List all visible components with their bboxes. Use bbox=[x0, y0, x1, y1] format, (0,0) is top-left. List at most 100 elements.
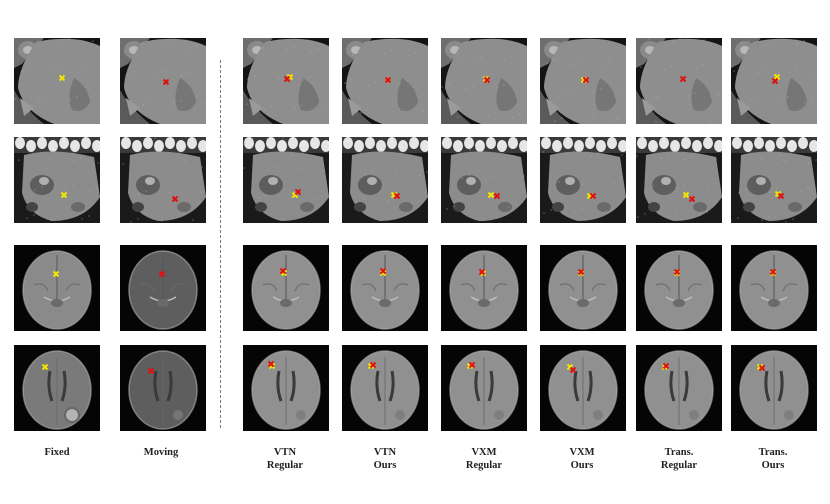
scan-liver-coronal-vtn-ours bbox=[342, 137, 428, 223]
scan-liver-coronal-vxm-ours bbox=[540, 137, 626, 223]
moving-landmark-marker bbox=[577, 268, 585, 276]
moving-landmark-marker bbox=[393, 192, 401, 200]
column-label-line1: Trans. bbox=[664, 447, 694, 458]
scan-image bbox=[540, 137, 626, 223]
fixed-landmark-marker bbox=[58, 74, 66, 82]
scan-brain-low-vxm-ours bbox=[540, 245, 626, 331]
scan-image bbox=[731, 38, 817, 124]
scan-brain-high-vxm-ours bbox=[540, 345, 626, 431]
moving-landmark-marker bbox=[384, 76, 392, 84]
scan-brain-high-trans-regular bbox=[636, 345, 722, 431]
moving-landmark-marker bbox=[673, 268, 681, 276]
scan-liver-axial-fixed bbox=[14, 38, 100, 124]
moving-landmark-marker bbox=[267, 360, 275, 368]
scan-image bbox=[14, 245, 100, 331]
scan-image bbox=[636, 245, 722, 331]
column-label-line2: Regular bbox=[660, 460, 698, 471]
scan-liver-coronal-vtn-regular bbox=[243, 137, 329, 223]
fixed-landmark-marker bbox=[41, 363, 49, 371]
moving-landmark-marker bbox=[777, 192, 785, 200]
scan-brain-high-vtn-ours bbox=[342, 345, 428, 431]
scan-brain-low-vtn-ours bbox=[342, 245, 428, 331]
scan-image bbox=[243, 137, 329, 223]
scan-liver-axial-trans-regular bbox=[636, 38, 722, 124]
scan-image bbox=[120, 245, 206, 331]
scan-image bbox=[342, 38, 428, 124]
column-label-line2: Regular bbox=[266, 460, 304, 471]
scan-liver-coronal-moving bbox=[120, 137, 206, 223]
column-label-line2: Ours bbox=[373, 460, 397, 471]
scan-image bbox=[120, 345, 206, 431]
moving-landmark-marker bbox=[679, 75, 687, 83]
scan-image bbox=[731, 137, 817, 223]
column-label-fixed: Fixed bbox=[2, 446, 112, 459]
scan-brain-low-vtn-regular bbox=[243, 245, 329, 331]
scan-image bbox=[441, 38, 527, 124]
moving-landmark-marker bbox=[283, 75, 291, 83]
scan-liver-coronal-trans-ours bbox=[731, 137, 817, 223]
column-label-line1: Fixed bbox=[44, 447, 70, 458]
column-label-line1: Trans. bbox=[758, 447, 788, 458]
scan-liver-axial-vxm-regular bbox=[441, 38, 527, 124]
scan-image bbox=[731, 245, 817, 331]
scan-brain-high-trans-ours bbox=[731, 345, 817, 431]
scan-image bbox=[14, 38, 100, 124]
scan-brain-low-moving bbox=[120, 245, 206, 331]
scan-image bbox=[342, 137, 428, 223]
scan-liver-axial-trans-ours bbox=[731, 38, 817, 124]
scan-brain-low-trans-regular bbox=[636, 245, 722, 331]
column-label-line1: Moving bbox=[143, 447, 179, 458]
scan-image bbox=[441, 345, 527, 431]
moving-landmark-marker bbox=[147, 367, 155, 375]
moving-landmark-marker bbox=[771, 77, 779, 85]
scan-image bbox=[540, 245, 626, 331]
moving-landmark-marker bbox=[758, 364, 766, 372]
moving-landmark-marker bbox=[582, 76, 590, 84]
scan-image bbox=[636, 137, 722, 223]
scan-brain-low-vxm-regular bbox=[441, 245, 527, 331]
moving-landmark-marker bbox=[769, 268, 777, 276]
column-label-trans-regular: Trans. Regular bbox=[624, 446, 734, 472]
moving-landmark-marker bbox=[483, 76, 491, 84]
scan-brain-low-fixed bbox=[14, 245, 100, 331]
moving-landmark-marker bbox=[688, 195, 696, 203]
scan-image bbox=[342, 245, 428, 331]
scan-brain-low-trans-ours bbox=[731, 245, 817, 331]
column-label-vxm-ours: VXM Ours bbox=[527, 446, 637, 472]
moving-landmark-marker bbox=[379, 267, 387, 275]
scan-brain-high-fixed bbox=[14, 345, 100, 431]
scan-liver-axial-moving bbox=[120, 38, 206, 124]
scan-image bbox=[636, 38, 722, 124]
scan-brain-high-vxm-regular bbox=[441, 345, 527, 431]
column-label-line1: VTN bbox=[373, 447, 397, 458]
fixed-landmark-marker bbox=[52, 270, 60, 278]
scan-brain-high-moving bbox=[120, 345, 206, 431]
column-label-moving: Moving bbox=[106, 446, 216, 459]
scan-image bbox=[540, 345, 626, 431]
scan-liver-coronal-fixed bbox=[14, 137, 100, 223]
column-label-line2: Ours bbox=[570, 460, 594, 471]
scan-image bbox=[636, 345, 722, 431]
moving-landmark-marker bbox=[279, 267, 287, 275]
scan-image bbox=[441, 245, 527, 331]
scan-image bbox=[540, 38, 626, 124]
scan-image bbox=[14, 137, 100, 223]
moving-landmark-marker bbox=[158, 270, 166, 278]
moving-landmark-marker bbox=[162, 78, 170, 86]
column-label-vtn-ours: VTN Ours bbox=[330, 446, 440, 472]
fixed-landmark-marker bbox=[682, 191, 690, 199]
column-label-line2: Regular bbox=[465, 460, 503, 471]
moving-landmark-marker bbox=[569, 366, 577, 374]
column-label-line1: VXM bbox=[569, 447, 595, 458]
scan-liver-axial-vtn-ours bbox=[342, 38, 428, 124]
column-label-line2: Ours bbox=[761, 460, 785, 471]
moving-landmark-marker bbox=[662, 362, 670, 370]
divider-line bbox=[220, 60, 221, 428]
fixed-landmark-marker bbox=[487, 191, 495, 199]
scan-image bbox=[243, 345, 329, 431]
scan-liver-coronal-trans-regular bbox=[636, 137, 722, 223]
fixed-landmark-marker bbox=[60, 191, 68, 199]
scan-liver-axial-vxm-ours bbox=[540, 38, 626, 124]
